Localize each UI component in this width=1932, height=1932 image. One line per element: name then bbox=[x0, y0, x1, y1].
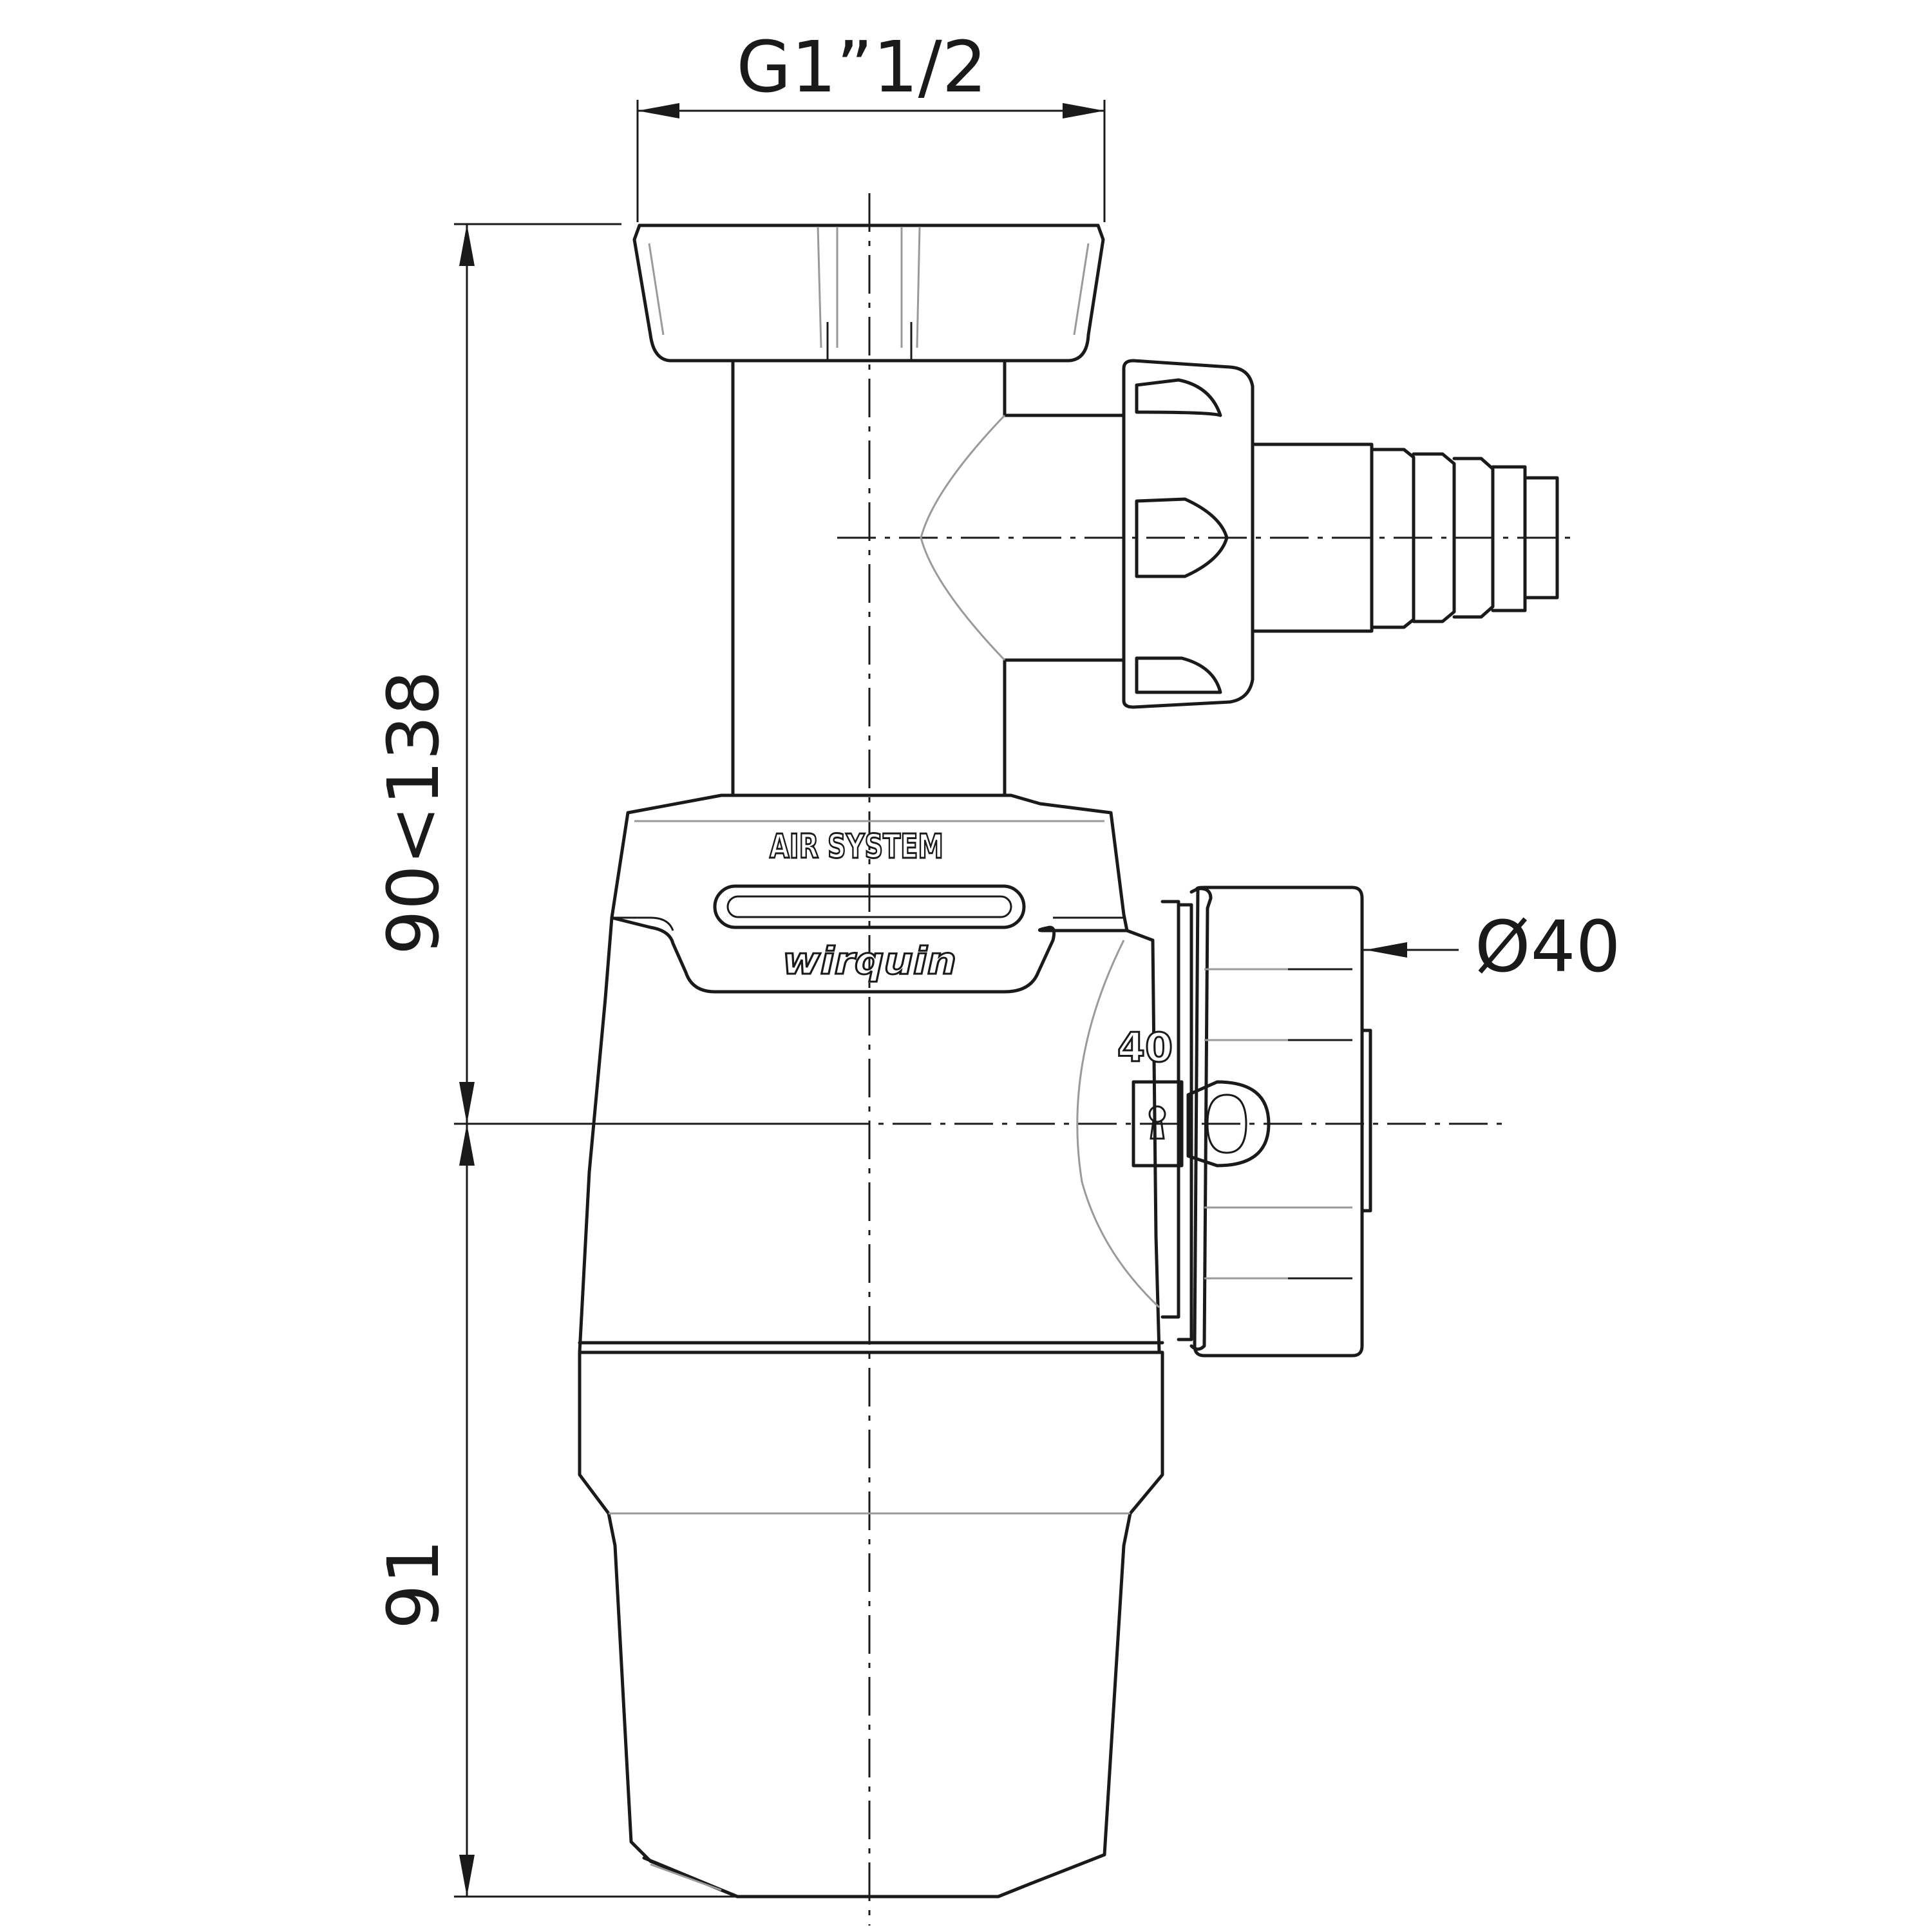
vertical-tube bbox=[731, 359, 1126, 797]
top-nut bbox=[632, 223, 1105, 363]
left-height-dimensions: 90<138 91 bbox=[372, 223, 831, 1898]
side-outlet-nut bbox=[1122, 359, 1255, 709]
top-thread-label: G1”1/2 bbox=[736, 26, 987, 108]
bowl-outlet bbox=[1076, 886, 1372, 1358]
siphon-bowl bbox=[578, 916, 1164, 1899]
air-system-label: AIR SYSTEM bbox=[770, 828, 943, 866]
outlet-size-label: 40 bbox=[1117, 1024, 1173, 1071]
brand-logo: wirquin bbox=[782, 939, 956, 983]
outlet-diameter-label: Ø40 bbox=[1475, 905, 1621, 988]
outlet-tab: 40 bbox=[1116, 1023, 1271, 1168]
siphon-cap: AIR SYSTEM wirquin bbox=[610, 793, 1129, 994]
outlet-diameter-dimension: Ø40 bbox=[1362, 905, 1621, 988]
bottom-height-label: 91 bbox=[372, 1539, 455, 1629]
top-width-dimension: G1”1/2 bbox=[636, 26, 1106, 222]
adjustable-height-label: 90<138 bbox=[372, 670, 455, 955]
hose-tail bbox=[1251, 442, 1559, 633]
center-axes bbox=[831, 193, 1578, 1926]
